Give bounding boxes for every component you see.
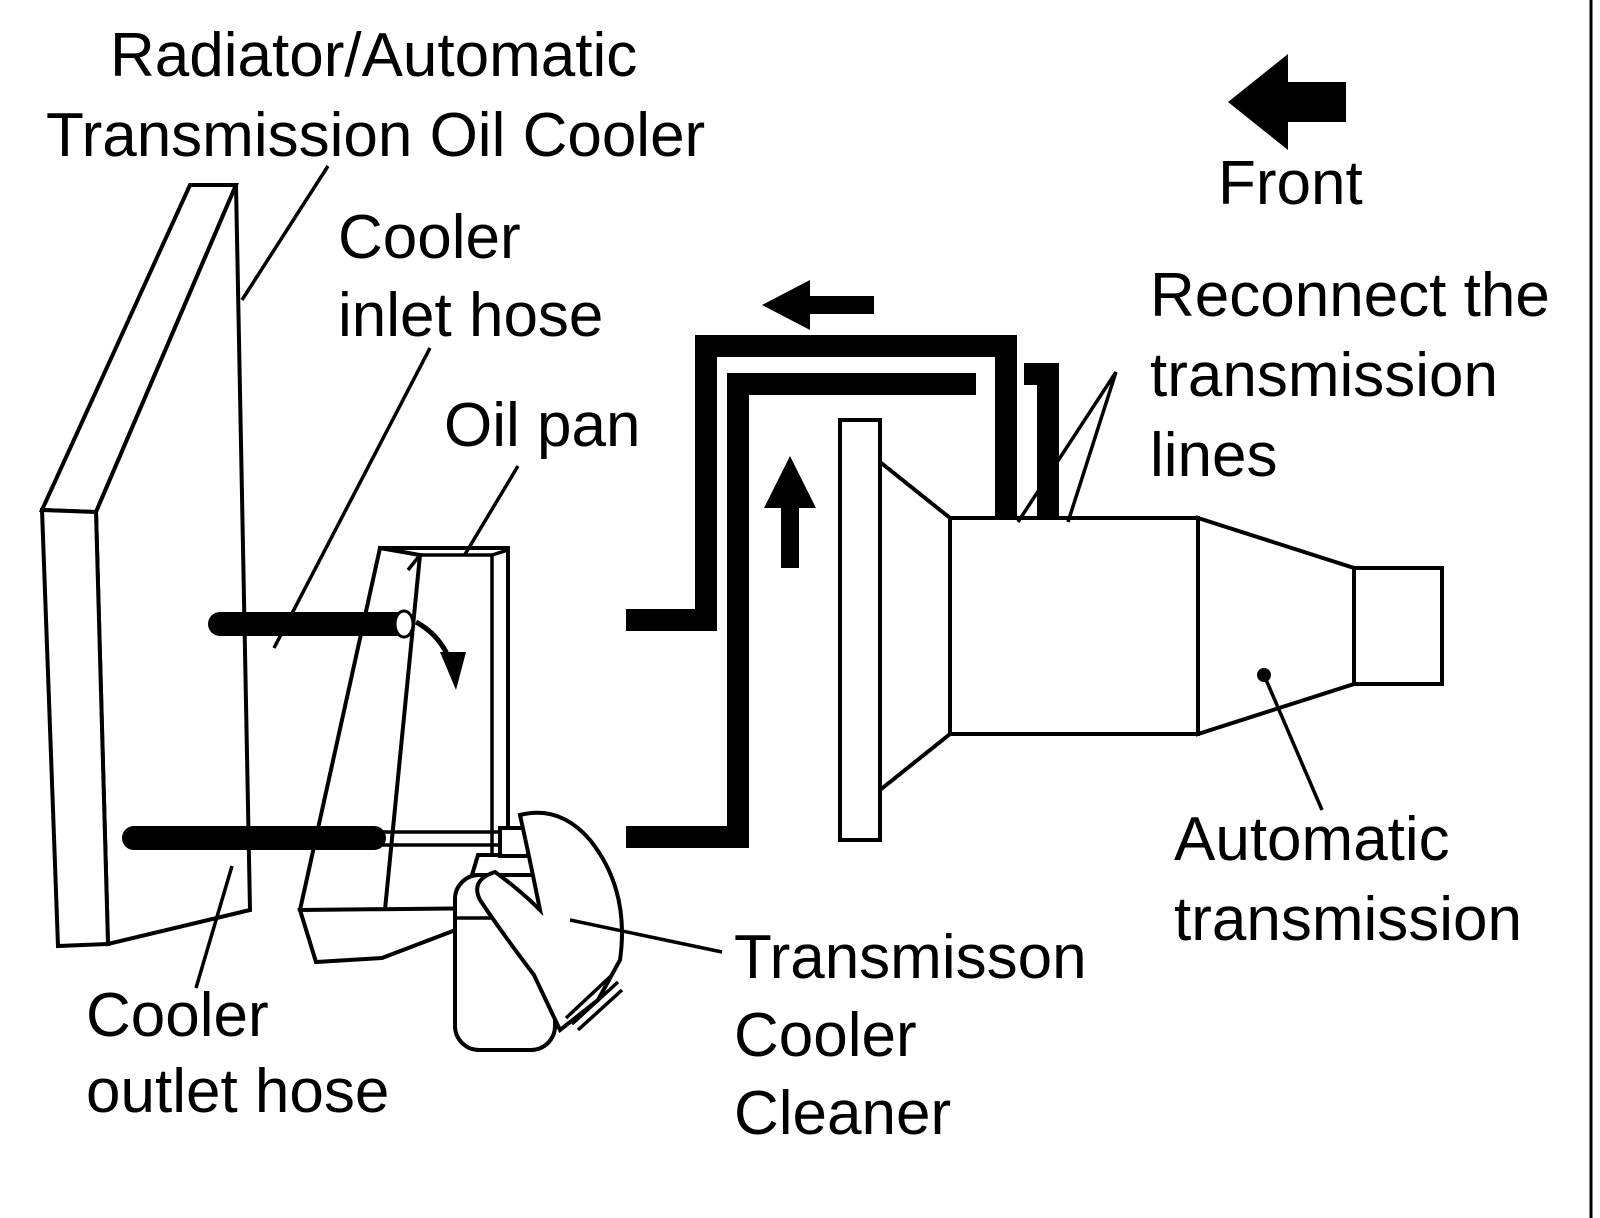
reconnect-label-line3: lines — [1150, 421, 1278, 490]
cleaner-label-line1: Transmisson — [734, 923, 1087, 992]
cleaner-label-line2: Cooler — [734, 1001, 917, 1070]
hand — [475, 810, 624, 1034]
radiator-label-line1: Radiator/Automatic — [110, 21, 637, 90]
front-label: Front — [1218, 149, 1363, 218]
automatic-transmission-label-line1: Automatic — [1174, 805, 1450, 874]
leader-lines — [194, 165, 1324, 989]
cooler-outlet-hose — [122, 826, 520, 850]
radiator-label-line2: Transmission Oil Cooler — [46, 101, 705, 170]
cooler-inlet-hose — [208, 609, 415, 639]
transmission-line-stub — [1024, 363, 1059, 522]
flow-arrow-left-icon — [762, 280, 874, 330]
drip-arrow-icon — [414, 619, 466, 690]
radiator — [38, 183, 253, 949]
outlet-hose-label-line2: outlet hose — [86, 1057, 389, 1126]
automatic-transmission-label-line2: transmission — [1174, 885, 1522, 954]
inlet-hose-label-line1: Cooler — [338, 203, 521, 272]
transmission-line-upper — [626, 335, 1017, 631]
reconnect-label-line2: transmission — [1150, 341, 1498, 410]
outlet-hose-label-line1: Cooler — [86, 981, 269, 1050]
oil-pan-label: Oil pan — [444, 391, 640, 460]
front-arrow-icon — [1228, 54, 1346, 150]
automatic-transmission — [838, 418, 1444, 842]
flow-arrow-up-icon — [764, 456, 816, 568]
transmission-line-lower — [626, 373, 976, 848]
reconnect-label-line1: Reconnect the — [1150, 261, 1550, 330]
cleaner-label-line3: Cleaner — [734, 1079, 951, 1148]
inlet-hose-label-line2: inlet hose — [338, 281, 603, 350]
